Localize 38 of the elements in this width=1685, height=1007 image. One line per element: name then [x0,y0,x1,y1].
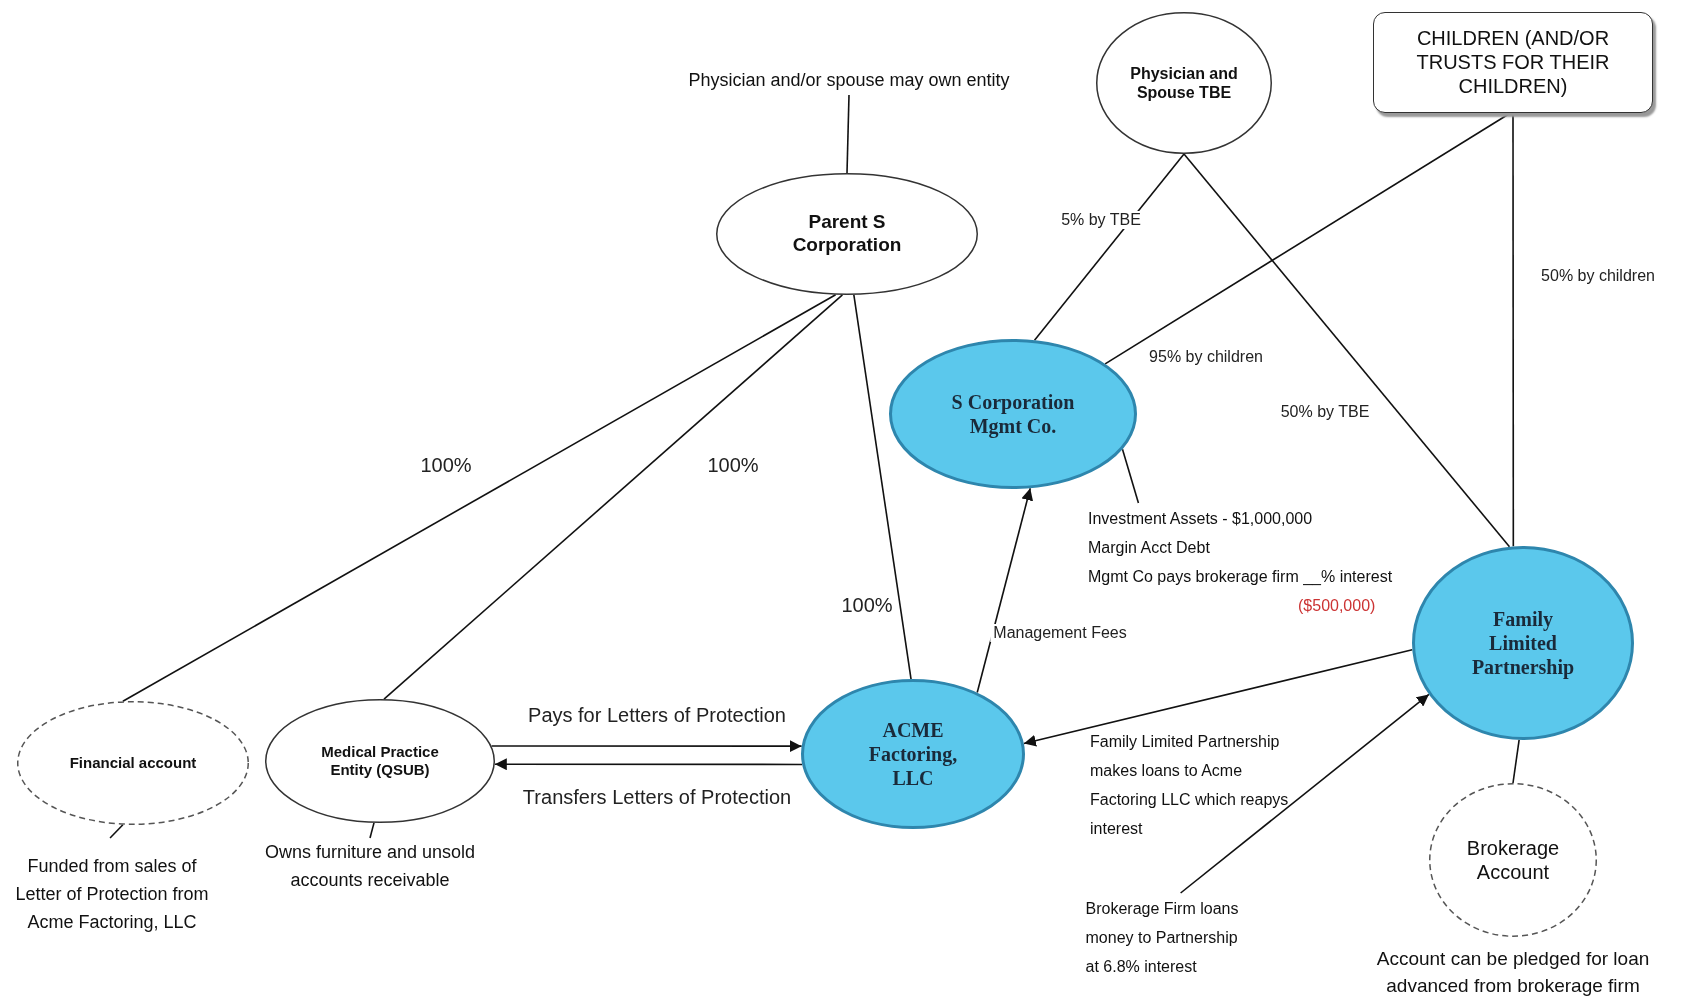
note-text: ($500,000) [1297,596,1377,616]
note-text: Physician and/or spouse may own entity [688,70,1010,92]
entity-name: Physician and Spouse TBE [1129,63,1239,103]
edge-label: Management Fees [990,624,1130,642]
entity-name: Financial account [69,754,197,772]
connector-line [369,822,375,839]
note-text: Account can be pledged for loan advanced from brokerage firm [1375,947,1651,998]
note-text: Owns furniture and unsold accounts receivable [263,841,477,892]
connector-line [1033,153,1185,341]
note-text: Family Limited Partnership makes loans to Acme Factoring LLC which reapys interest [1090,732,1290,839]
connector-line [1512,739,1520,784]
connector-line [383,294,844,700]
entity-name: Family Limited Partnership [1470,607,1576,679]
entity-name: Parent S Corporation [791,211,903,257]
note-text: Margin Acct Debt [1088,538,1211,558]
note-text: Brokerage Firm loans money to Partnership at 6.8% interest [1085,898,1240,977]
arrow [490,740,803,753]
entity-box [1373,11,1653,113]
note-text: Investment Assets - $1,000,000 [1088,509,1314,529]
entity-name: ACME Factoring, LLC [867,718,959,790]
connector-line [853,294,912,680]
entity-name: CHILDREN (AND/OR TRUSTS FOR THEIR CHILDREN) [1415,26,1611,98]
connector-line [122,293,837,703]
arrow [1023,648,1414,747]
arrow [494,758,803,771]
connector-line [1121,448,1140,504]
entity-name: S Corporation Mgmt Co. [950,390,1076,438]
arrow [976,487,1034,694]
connector-line [846,94,850,174]
connector-line [109,823,124,839]
connector-line [1183,153,1511,548]
entity-name: Brokerage Account [1465,836,1561,884]
entity-name: Medical Practice Entity (QSUB) [320,743,440,779]
connector-line [1104,111,1513,365]
arrow [1179,693,1430,894]
connector-line [1512,111,1515,548]
note-text: Funded from sales of Letter of Protection from Acme Factoring, LLC [14,855,210,934]
note-text: Mgmt Co pays brokerage firm __% interest [1088,567,1394,588]
